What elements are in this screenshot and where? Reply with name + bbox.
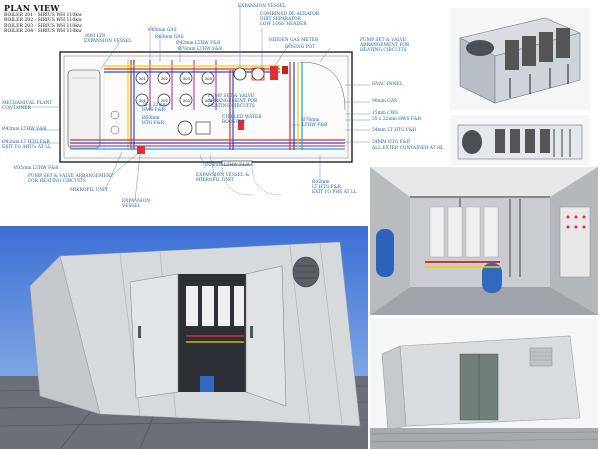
boiler-circle bbox=[135, 93, 149, 107]
label-htg-54: 54mm LT HTG F&R bbox=[372, 128, 417, 133]
valve-symbol bbox=[238, 120, 244, 130]
label-pump-valve-mid: PUMP SET & VALVE ARRANGEMENT FOR HEATING… bbox=[208, 94, 258, 109]
pipework bbox=[70, 60, 345, 150]
label-pump-heating-right: PUMP SET & VALVE ARRANGEMENT FOR HEATING… bbox=[360, 38, 410, 53]
label-mech-container: MECHANICAL PLANT CONTAINER bbox=[2, 101, 53, 111]
big-expansion-vessel bbox=[67, 69, 101, 149]
boiler-circle bbox=[201, 93, 215, 107]
label-gas-90: 90mm GAS bbox=[372, 99, 397, 104]
boiler-id: 201 bbox=[139, 99, 146, 103]
render-top-image bbox=[459, 17, 581, 104]
label-lthw-76-right: Ø76mm LTHW F&R bbox=[302, 118, 328, 128]
label-dosing-pot: DOSING POT bbox=[285, 45, 316, 50]
label-hws-35-left: 35 x 22mm HWS F&R bbox=[142, 103, 167, 113]
label-lthw-42-left: Ø42mm LTHW F&R bbox=[2, 127, 47, 132]
label-microfil: MIKROFIL UNIT bbox=[70, 188, 108, 193]
deaerator-symbol bbox=[233, 67, 247, 81]
label-expansion-vessel-top: EXPANSION VESSEL bbox=[238, 4, 286, 9]
label-cws-15: 15mm CWS bbox=[372, 111, 399, 116]
label-hws-35: 35 x 22mm HWS F&R bbox=[372, 117, 422, 122]
boiler-circles bbox=[135, 71, 215, 107]
boiler-list-item: BOILER 204 - SIRIUS WH 110kw bbox=[4, 29, 82, 35]
boiler-id: 203 bbox=[183, 77, 190, 81]
label-exit-container: ALL EXTER CONTAINER AT HL bbox=[372, 146, 444, 151]
label-htg-exit-left: Ø42mm LT HTG F&R EXIT TO AHU's AT LL bbox=[2, 140, 51, 150]
label-htg-50-left: Ø50mm HTG F&R bbox=[142, 116, 164, 126]
exterior-closed-image bbox=[370, 318, 598, 449]
gas-meter-symbol bbox=[270, 66, 278, 80]
leader-lines bbox=[20, 5, 370, 201]
label-lthw-main: Ø42mm LTHW F&R bbox=[176, 41, 221, 46]
label-expansion-3000: 3000 LTR EXPANSION VESSEL bbox=[84, 34, 132, 44]
exterior-open-image bbox=[0, 226, 368, 449]
plan-title: PLAN VIEW bbox=[4, 3, 60, 13]
label-lt-htg-exit: Ø32mm LT HTG F&R EXIT TO PHE AT LL bbox=[312, 180, 357, 195]
label-lthw-35-bottom: Ø35mm LTHW F&R bbox=[14, 166, 59, 171]
door-swing-right bbox=[299, 61, 346, 111]
label-chilled-booster: CHILLED WATER BOOSTER bbox=[222, 115, 262, 125]
label-lthw-76: Ø76mm LTHW F&R bbox=[178, 47, 223, 52]
pump-set-symbol bbox=[177, 120, 193, 136]
label-hvac-panel: HVAC PANEL bbox=[372, 82, 403, 87]
boiler-id: 203 bbox=[183, 99, 190, 103]
label-pump-heating-left: PUMP SET & VALVE ARRANGEMENT FOR HEATING… bbox=[28, 174, 114, 184]
render-top-panel bbox=[450, 8, 590, 110]
boiler-id: 202 bbox=[161, 99, 168, 103]
exterior-open-photo bbox=[0, 226, 368, 449]
label-exp-mikrofil: EXPANSION VESSEL & MIKROFIL UNIT bbox=[196, 173, 250, 183]
render-bottom-image bbox=[457, 124, 583, 160]
label-lthw-28: Ø28mm LTHW F&R bbox=[205, 163, 250, 168]
boiler-id: 201 bbox=[139, 77, 146, 81]
label-gas-mid: Ø60mm GAS bbox=[155, 35, 184, 40]
container-outline bbox=[59, 51, 353, 163]
label-expansion-bottom: EXPANSION VESSEL bbox=[122, 199, 151, 209]
exterior-closed-photo bbox=[370, 318, 598, 449]
booster-symbol bbox=[195, 121, 211, 135]
container-inner-wall bbox=[63, 55, 349, 159]
boiler-circle bbox=[157, 93, 171, 107]
boiler-id: 204 bbox=[205, 99, 213, 103]
boiler-circle bbox=[179, 93, 193, 107]
label-htg-54b: 54MM HTG F&R bbox=[372, 140, 410, 145]
door-opening bbox=[221, 160, 253, 166]
render-bottom-panel bbox=[450, 115, 590, 165]
boiler-list: BOILER 201 - SIRIUS WH 110kw BOILER 202 … bbox=[4, 13, 82, 35]
pump-set-left bbox=[137, 146, 145, 154]
pump-symbol bbox=[251, 67, 265, 81]
boiler-list-item: BOILER 202 - SIRIUS WH 110kw bbox=[4, 18, 82, 24]
boiler-id: 202 bbox=[161, 77, 168, 81]
boiler-id: 204 bbox=[205, 77, 213, 81]
label-deaerator: COMBINED DE-AERATOR DIRT SEPARATOR LOW L… bbox=[260, 12, 320, 27]
label-gas-meter: HIDDEN GAS METER bbox=[269, 38, 319, 43]
boiler-list-item: BOILER 201 - SIRIUS WH 110kw bbox=[4, 13, 82, 18]
label-gas-top: Ø60mm GAS bbox=[148, 28, 177, 33]
interior-photo bbox=[370, 167, 598, 315]
boiler-list-item: BOILER 203 - SIRIUS WH 110kw bbox=[4, 23, 82, 29]
plan-drawing: 201 202 203 204 201 202 203 204 bbox=[20, 5, 370, 201]
interior-photo-image bbox=[370, 167, 598, 315]
